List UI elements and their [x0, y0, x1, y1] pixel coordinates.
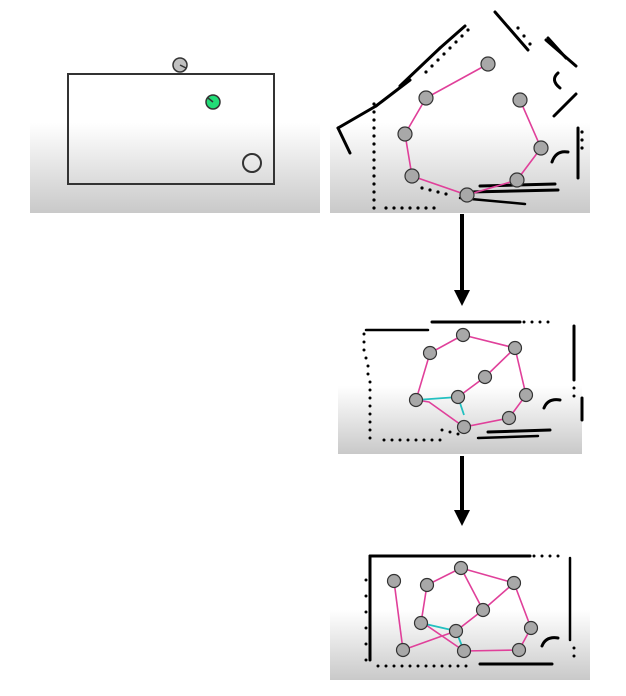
- estimated-map-step-3: [330, 540, 590, 680]
- wall-scan-group: [368, 554, 572, 666]
- robot-node-icon: [448, 623, 464, 639]
- robot-node-icon: [506, 575, 522, 591]
- robot-node-icon: [523, 620, 539, 636]
- robot-node-icon: [397, 126, 413, 142]
- robot-node-icon: [456, 419, 472, 435]
- robot-node-icon: [413, 615, 429, 631]
- estimated-map-step-1: [330, 8, 590, 213]
- arrow-down-icon: [454, 214, 470, 306]
- ground-truth-panel: [30, 18, 320, 213]
- room-outline: [67, 73, 275, 185]
- wall-dots-group: [372, 26, 584, 210]
- map-canvas-1: [330, 10, 590, 213]
- robot-node-icon: [386, 573, 402, 589]
- robot-node-icon: [453, 560, 469, 576]
- estimated-map-step-2: [338, 316, 584, 454]
- wall-scan-group: [364, 320, 584, 440]
- robot-node-icon: [395, 642, 411, 658]
- goal-marker-icon: [205, 94, 221, 110]
- robot-node-icon: [404, 168, 420, 184]
- robot-node-icon: [475, 602, 491, 618]
- floor-gradient: [30, 123, 320, 213]
- robot-node-icon: [172, 57, 188, 73]
- floor-gradient: [330, 610, 590, 680]
- target-ring: [242, 153, 262, 173]
- robot-node-icon: [533, 140, 549, 156]
- map-canvas-3: [330, 554, 590, 680]
- robot-node-icon: [511, 642, 527, 658]
- robot-node-icon: [477, 369, 493, 385]
- pose-graph-nodes: [397, 56, 549, 203]
- wall-dots-group: [364, 554, 576, 668]
- arrow-down-icon: [454, 456, 470, 526]
- robot-node-icon: [455, 327, 471, 343]
- robot-node-icon: [501, 410, 517, 426]
- ground-truth-canvas: [30, 57, 320, 213]
- floor-gradient: [330, 123, 590, 213]
- robot-node-icon: [418, 90, 434, 106]
- robot-node-icon: [450, 389, 466, 405]
- map-canvas-2: [338, 320, 584, 454]
- pose-graph-nodes: [386, 560, 539, 659]
- wall-dots-group: [362, 320, 576, 442]
- robot-node-icon: [507, 340, 523, 356]
- robot-node-icon: [408, 392, 424, 408]
- robot-node-icon: [456, 643, 472, 659]
- robot-node-icon: [459, 187, 475, 203]
- pose-graph-nodes: [408, 327, 534, 435]
- robot-node-icon: [512, 92, 528, 108]
- robot-node-icon: [480, 56, 496, 72]
- robot-node-icon: [419, 577, 435, 593]
- robot-node-icon: [422, 345, 438, 361]
- robot-node-icon: [509, 172, 525, 188]
- robot-node-icon: [518, 387, 534, 403]
